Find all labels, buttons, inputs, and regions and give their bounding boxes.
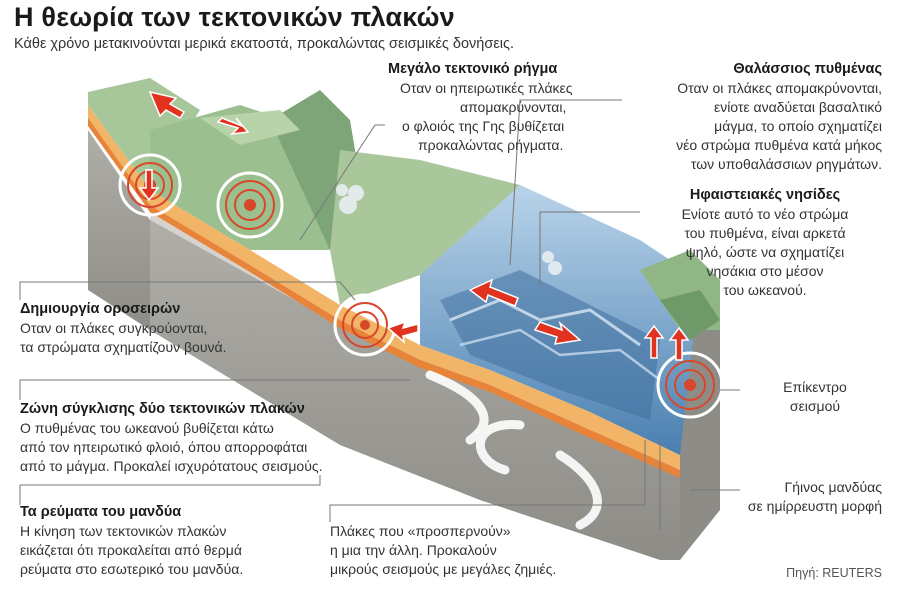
label-rift: Μεγάλο τεκτονικό ρήγμα Οταν οι ηπειρωτικ… bbox=[388, 60, 573, 155]
mountains-line-2: τα στρώματα σχηματίζουν βουνά. bbox=[20, 339, 227, 355]
ocean-region bbox=[420, 185, 700, 455]
currents-line-2: εικάζεται ότι προκαλείται από θερμά bbox=[20, 542, 242, 558]
label-mantle: Γήινος μανδύας σε ημίρρευστη μορφή bbox=[702, 478, 882, 516]
currents-heading: Τα ρεύματα του μανδύα bbox=[20, 504, 182, 520]
arrow-ocean-left bbox=[468, 278, 519, 307]
islands-heading: Ηφαιστειακές νησίδες bbox=[689, 187, 841, 203]
seafloor-line-2: ενίοτε αναδύεται βασαλτικό bbox=[713, 99, 882, 115]
page-title: Η θεωρία των τεκτονικών πλακών bbox=[14, 2, 455, 32]
plate-motion-arrows bbox=[138, 90, 690, 361]
subduction-heading: Ζώνη σύγκλισης δύο τεκτονικών πλακών bbox=[20, 401, 305, 417]
mantle-line-2: σε ημίρρευστη μορφή bbox=[747, 498, 882, 514]
rift-line-1: Οταν οι ηπειρωτικές πλάκες bbox=[400, 80, 573, 96]
island-land bbox=[640, 250, 720, 340]
seafloor-line-4: νέο στρώμα πυθμένα κατά μήκος bbox=[676, 137, 882, 153]
label-mountains: Δημιουργία οροσειρών Οταν οι πλάκες συγκ… bbox=[20, 300, 226, 357]
page-subtitle: Κάθε χρόνο μετακινούνται μερικά εκατοστά… bbox=[14, 36, 515, 52]
epicenter-line-2: σεισμού bbox=[789, 398, 841, 414]
arrow-quake-down bbox=[138, 169, 160, 202]
quake-ring-rift bbox=[216, 171, 284, 239]
volcano-smoke bbox=[336, 184, 562, 275]
mantle-currents bbox=[425, 370, 602, 530]
seafloor-line-3: μάγμα, το οποίο σχηματίζει bbox=[714, 118, 882, 134]
arrow-rift-right bbox=[216, 117, 250, 136]
epicenter-line-1: Επίκεντρο bbox=[783, 379, 847, 395]
label-epicenter: Επίκεντρο σεισμού bbox=[760, 378, 870, 416]
rift-line-3: ο φλοιός της Γης βυθίζεται bbox=[402, 118, 565, 134]
label-islands: Ηφαιστειακές νησίδες Ενίοτε αυτό το νέο … bbox=[648, 186, 882, 300]
arrow-subduction bbox=[386, 320, 419, 344]
mountains-line-1: Οταν οι πλάκες συγκρούονται, bbox=[20, 320, 208, 336]
subduction-line-3: από το μάγμα. Προκαλεί ισχυρότατους σεισ… bbox=[20, 458, 323, 474]
label-transform: Πλάκες που «προσπερνούν» η μια την άλλη.… bbox=[330, 522, 556, 579]
arrow-transform-up-2 bbox=[668, 326, 690, 361]
seafloor-line-1: Οταν οι πλάκες απομακρύνονται, bbox=[677, 80, 882, 96]
label-currents: Τα ρεύματα του μανδύα Η κίνηση των τεκτο… bbox=[20, 503, 243, 579]
seafloor-line-5: των υποθαλάσσιων ρηγμάτων. bbox=[690, 156, 882, 172]
arrow-ocean-right bbox=[533, 320, 582, 345]
mantle-line-1: Γήινος μανδύας bbox=[784, 479, 882, 495]
islands-line-2: του πυθμένα, είναι αρκετά bbox=[684, 225, 846, 241]
islands-line-4: νησάκια στο μέσον bbox=[706, 263, 824, 279]
quake-ring-epicenter bbox=[656, 351, 724, 419]
subduction-line-1: Ο πυθμένας του ωκεανού βυθίζεται κάτω bbox=[20, 420, 274, 436]
source-credit: Πηγή: REUTERS bbox=[786, 566, 882, 580]
arrow-left-up bbox=[148, 90, 186, 119]
rift-heading: Μεγάλο τεκτονικό ρήγμα bbox=[388, 61, 558, 77]
rift-line-4: προκαλώντας ρήγματα. bbox=[418, 137, 564, 153]
transform-line-3: μικρούς σεισμούς με μεγάλες ζημιές. bbox=[330, 561, 557, 577]
label-seafloor: Θαλάσσιος πυθμένας Οταν οι πλάκες απομακ… bbox=[622, 60, 882, 174]
currents-line-3: ρεύματα στο εσωτερικό του μανδύα. bbox=[20, 561, 244, 577]
leader-lines bbox=[19, 99, 740, 530]
islands-line-3: ψηλό, ώστε να σχηματίζει bbox=[685, 244, 845, 260]
islands-line-5: του ωκεανού. bbox=[723, 282, 807, 298]
arrow-transform-up bbox=[643, 324, 665, 359]
transform-line-1: Πλάκες που «προσπερνούν» bbox=[330, 523, 511, 539]
islands-line-1: Ενίοτε αυτό το νέο στρώμα bbox=[681, 206, 849, 222]
subduction-line-2: από τον ηπειρωτικό φλοιό, όπου απορροφάτ… bbox=[20, 439, 308, 455]
label-subduction: Ζώνη σύγκλισης δύο τεκτονικών πλακών Ο π… bbox=[20, 400, 322, 476]
currents-line-1: Η κίνηση των τεκτονικών πλακών bbox=[20, 523, 227, 539]
rift-line-2: απομακρύνονται, bbox=[460, 99, 567, 115]
crust-layer-front bbox=[88, 105, 680, 478]
seafloor-heading: Θαλάσσιος πυθμένας bbox=[733, 61, 882, 77]
mountains-heading: Δημιουργία οροσειρών bbox=[20, 301, 181, 317]
transform-line-2: η μια την άλλη. Προκαλούν bbox=[330, 542, 497, 558]
quake-ring-subduction bbox=[333, 293, 397, 357]
